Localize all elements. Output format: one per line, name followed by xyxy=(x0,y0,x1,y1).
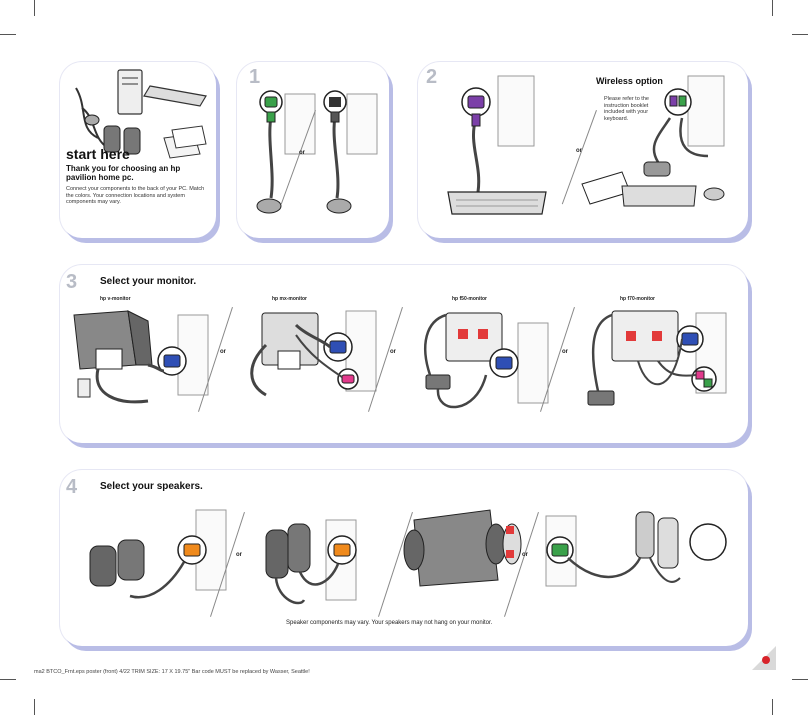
page-curl-icon xyxy=(752,646,776,670)
step-4-number: 4 xyxy=(66,476,78,498)
or-label: or xyxy=(390,349,396,355)
mouse-connection-illustration xyxy=(256,90,378,214)
powered-speakers-illustration xyxy=(545,511,727,587)
keyboard-connection-illustration xyxy=(447,75,547,215)
crop-mark xyxy=(792,679,808,680)
step-1-panel: 1 or xyxy=(237,62,389,238)
start-here-title: start here xyxy=(66,146,130,162)
speakers-on-monitor-illustration xyxy=(403,509,522,587)
step-4-title: Select your speakers. xyxy=(100,481,203,492)
monitor-label-v: hp v-monitor xyxy=(100,296,131,302)
f50-monitor-illustration xyxy=(424,312,549,409)
or-label: or xyxy=(220,349,226,355)
step-3-number: 3 xyxy=(66,271,78,293)
crop-mark xyxy=(34,699,35,715)
crop-mark xyxy=(792,34,808,35)
step-1-number: 1 xyxy=(249,66,261,88)
wireless-option-title: Wireless option xyxy=(596,76,663,86)
step-4-panel: 4 Select your speakers. or or xyxy=(60,470,748,646)
or-label: or xyxy=(299,150,305,156)
start-here-subtitle: Thank you for choosing an hp pavilion ho… xyxy=(66,164,181,182)
step-3-title: Select your monitor. xyxy=(100,276,197,287)
start-here-body: Connect your components to the back of y… xyxy=(66,186,205,206)
print-footer: ma2 BTCO_Frnt.eps poster (front) 4/22 TR… xyxy=(34,669,310,675)
components-illustration xyxy=(75,69,207,159)
start-here-panel: start here Thank you for choosing an hp … xyxy=(60,62,216,238)
or-label: or xyxy=(522,552,528,558)
crop-mark xyxy=(772,699,773,715)
f70-monitor-illustration xyxy=(587,310,727,406)
monitor-label-f50: hp f50-monitor xyxy=(452,296,487,302)
crop-mark xyxy=(34,0,35,16)
wireless-note: Please refer to the instruction booklet … xyxy=(604,96,649,122)
or-label: or xyxy=(562,349,568,355)
crop-mark xyxy=(772,0,773,16)
step-2-number: 2 xyxy=(426,66,438,88)
or-label: or xyxy=(236,552,242,558)
crop-mark xyxy=(0,679,16,680)
monitor-label-mx: hp mx-monitor xyxy=(272,296,307,302)
speakers-note: Speaker components may vary. Your speake… xyxy=(286,620,493,626)
crop-mark xyxy=(0,34,16,35)
wireless-keyboard-illustration xyxy=(581,75,725,207)
v-monitor-illustration xyxy=(73,310,209,404)
step-3-panel: 3 Select your monitor. hp v-monitor hp m… xyxy=(60,265,748,443)
step-2-panel: 2 or Wireless option Please refer to the… xyxy=(418,62,748,238)
monitor-label-f70: hp f70-monitor xyxy=(620,296,655,302)
speakers-option-1-illustration xyxy=(89,509,227,599)
mx-monitor-illustration xyxy=(250,310,377,397)
or-label: or xyxy=(576,148,582,154)
speakers-option-2-illustration xyxy=(265,519,357,605)
